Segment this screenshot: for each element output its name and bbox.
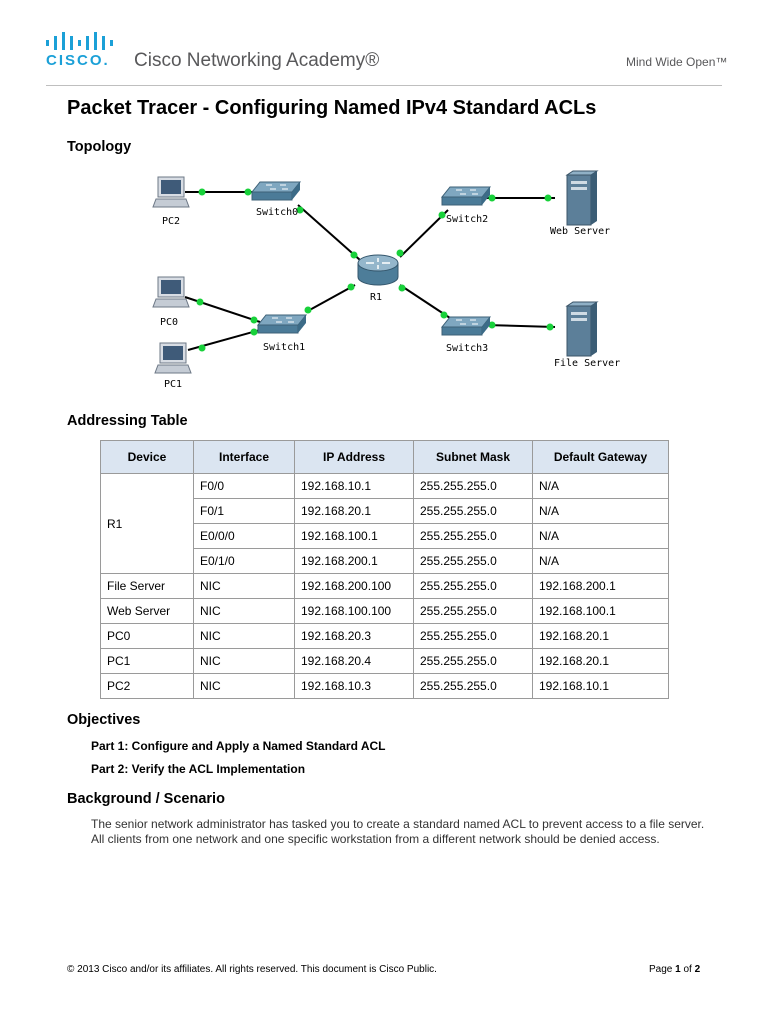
label-pc0: PC0 [160, 317, 178, 328]
cell-ip: 192.168.100.1 [294, 523, 414, 549]
table-row: R1 F0/0 192.168.10.1 255.255.255.0 N/A [100, 473, 669, 574]
cell-mask: 255.255.255.0 [413, 598, 533, 624]
cell-gateway: N/A [532, 548, 669, 574]
table-row: File Server NIC 192.168.200.100 255.255.… [100, 573, 669, 599]
cell-mask: 255.255.255.0 [413, 648, 533, 674]
table-header-row: Device Interface IP Address Subnet Mask … [100, 440, 669, 474]
cell-mask: 255.255.255.0 [413, 523, 533, 549]
cell-gateway: N/A [532, 523, 669, 549]
cell-interface: NIC [193, 623, 295, 649]
switch1-icon [257, 314, 307, 334]
cell-mask: 255.255.255.0 [413, 673, 533, 699]
cell-ip: 192.168.200.1 [294, 548, 414, 574]
cell-gateway: N/A [532, 498, 669, 524]
header-ip-address: IP Address [294, 440, 414, 474]
cell-mask: 255.255.255.0 [413, 623, 533, 649]
label-switch3: Switch3 [446, 343, 488, 354]
cell-ip: 192.168.20.4 [294, 648, 414, 674]
cell-interface: NIC [193, 598, 295, 624]
label-switch1: Switch1 [263, 342, 305, 353]
cell-device: R1 [100, 473, 194, 574]
page-word: Page [649, 964, 673, 975]
cell-ip: 192.168.20.1 [294, 498, 414, 524]
header-interface: Interface [193, 440, 295, 474]
cell-interface: E0/1/0 [193, 548, 295, 574]
header-subnet-mask: Subnet Mask [413, 440, 533, 474]
table-row: PC1 NIC 192.168.20.4 255.255.255.0 192.1… [100, 648, 669, 674]
cell-mask: 255.255.255.0 [413, 573, 533, 599]
cell-gateway: N/A [532, 473, 669, 499]
cell-interface: NIC [193, 673, 295, 699]
pc2-icon [152, 176, 190, 208]
scenario-paragraph: The senior network administrator has tas… [91, 817, 705, 846]
of-word: of [683, 964, 692, 975]
cell-interface: F0/0 [193, 473, 295, 499]
web-server-icon [566, 170, 598, 226]
cell-device: PC1 [100, 648, 194, 674]
footer-copyright: © 2013 Cisco and/or its affiliates. All … [67, 964, 437, 975]
table-row: Web Server NIC 192.168.100.100 255.255.2… [100, 598, 669, 624]
pc0-icon [152, 276, 190, 308]
page-title: Packet Tracer - Configuring Named IPv4 S… [67, 97, 597, 119]
cell-interface: NIC [193, 573, 295, 599]
label-switch2: Switch2 [446, 214, 488, 225]
label-pc1: PC1 [164, 379, 182, 390]
cell-device: Web Server [100, 598, 194, 624]
cell-mask: 255.255.255.0 [413, 498, 533, 524]
cell-device: PC2 [100, 673, 194, 699]
academy-name: Cisco Networking Academy® [134, 50, 380, 71]
label-r1: R1 [370, 292, 382, 303]
addressing-table: Device Interface IP Address Subnet Mask … [100, 440, 669, 699]
cell-interface: NIC [193, 648, 295, 674]
cell-gateway: 192.168.100.1 [532, 598, 669, 624]
cell-ip: 192.168.100.100 [294, 598, 414, 624]
cell-ip: 192.168.200.100 [294, 573, 414, 599]
cell-ip: 192.168.10.1 [294, 473, 414, 499]
switch2-icon [441, 186, 491, 206]
header-default-gateway: Default Gateway [532, 440, 669, 474]
cell-device: PC0 [100, 623, 194, 649]
header-divider [46, 85, 722, 86]
cell-ip: 192.168.20.3 [294, 623, 414, 649]
cell-device: File Server [100, 573, 194, 599]
topology-diagram: PC2 Switch0 PC0 PC1 Switch1 R1 Switch2 S… [152, 170, 620, 390]
section-heading-topology: Topology [67, 139, 132, 155]
table-row: PC2 NIC 192.168.10.3 255.255.255.0 192.1… [100, 673, 669, 699]
router-r1-icon [357, 254, 399, 286]
cell-gateway: 192.168.20.1 [532, 648, 669, 674]
label-web-server: Web Server [550, 226, 610, 237]
switch0-icon [251, 181, 301, 201]
cell-gateway: 192.168.20.1 [532, 623, 669, 649]
cisco-logo-bars-icon [46, 32, 113, 50]
page-total: 2 [694, 964, 701, 975]
cell-gateway: 192.168.10.1 [532, 673, 669, 699]
cell-ip: 192.168.10.3 [294, 673, 414, 699]
table-row: PC0 NIC 192.168.20.3 255.255.255.0 192.1… [100, 623, 669, 649]
label-file-server: File Server [554, 358, 620, 369]
cisco-logo-wordmark: CISCO. [46, 52, 110, 69]
header-device: Device [100, 440, 194, 474]
cell-mask: 255.255.255.0 [413, 473, 533, 499]
page-current: 1 [675, 964, 681, 975]
switch3-icon [441, 316, 491, 336]
section-heading-objectives: Objectives [67, 712, 141, 728]
cell-interface: F0/1 [193, 498, 295, 524]
objective-part-1: Part 1: Configure and Apply a Named Stan… [91, 739, 386, 753]
footer-page-number: Page 1 of 2 [649, 964, 700, 975]
table-row: E0/1/0 192.168.200.1 255.255.255.0 N/A [101, 548, 669, 574]
tagline: Mind Wide Open™ [626, 55, 728, 69]
label-switch0: Switch0 [256, 207, 298, 218]
objective-part-2: Part 2: Verify the ACL Implementation [91, 762, 306, 776]
section-heading-addressing: Addressing Table [67, 413, 188, 429]
label-pc2: PC2 [162, 216, 180, 227]
file-server-icon [566, 301, 598, 357]
pc1-icon [154, 342, 192, 374]
section-heading-background: Background / Scenario [67, 791, 225, 807]
cell-interface: E0/0/0 [193, 523, 295, 549]
cell-mask: 255.255.255.0 [413, 548, 533, 574]
cell-gateway: 192.168.200.1 [532, 573, 669, 599]
